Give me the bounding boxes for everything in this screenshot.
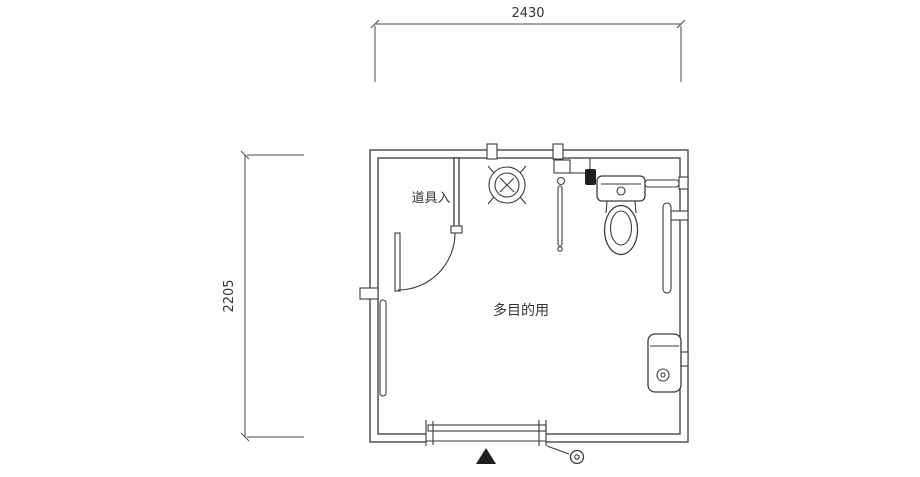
dimension-height-label: 2205 (222, 279, 237, 312)
toilet-icon (585, 158, 646, 256)
wall-joint-tab (552, 143, 564, 160)
door-swing-arc (397, 232, 456, 291)
dimension-tick (676, 19, 686, 29)
seat-mount (680, 351, 689, 367)
door-jamb (450, 225, 463, 234)
room-label: 多目的用 (493, 302, 549, 319)
toilet-bowl (603, 204, 639, 256)
sliding-door-panel (427, 424, 547, 432)
door-leaf (394, 232, 401, 292)
closet-label: 道具入 (411, 191, 450, 206)
stool-icon (487, 165, 527, 205)
wall-joint-tab (486, 143, 498, 160)
horizontal-grab-bar (644, 179, 680, 188)
wall-panel-icon (379, 299, 387, 397)
dimension-top: 2430 (370, 6, 686, 82)
sliding-door (425, 420, 547, 446)
faucet-box (553, 159, 571, 174)
grab-bar-mount (678, 176, 689, 190)
closet: 道具入 (394, 157, 463, 292)
dimension-left: 2205 (222, 150, 304, 442)
dimension-tick (370, 19, 380, 29)
stool-leg (487, 165, 495, 174)
handle-ring (569, 449, 585, 465)
seat-body (647, 333, 682, 393)
entrance-marker (476, 448, 496, 464)
faucet-knob (556, 176, 566, 186)
flush-button (616, 186, 626, 196)
shower-hose (557, 185, 563, 247)
stool-leg (519, 196, 527, 205)
toilet-bowl-inner (609, 210, 633, 246)
dimension-width-label: 2430 (511, 6, 544, 21)
grab-bar-icon (644, 176, 689, 294)
seat-detail (656, 368, 670, 382)
dimension-tick (240, 432, 250, 442)
stool-leg (519, 165, 527, 174)
dimension-tick (240, 150, 250, 160)
stool-seat-inner (494, 172, 520, 198)
door-handle-icon (546, 445, 585, 465)
closet-partition-wall (453, 157, 460, 233)
wall-joint-tab (359, 287, 379, 300)
shower-faucet-icon (553, 159, 585, 252)
grab-bar-mount (670, 210, 689, 221)
toilet-tank (596, 175, 646, 202)
left-wall-handrail (379, 299, 387, 397)
stool-leg (487, 196, 495, 205)
hose-end (557, 246, 563, 252)
vertical-grab-bar (662, 202, 672, 294)
flush-valve (585, 169, 596, 185)
fold-down-seat-icon (647, 333, 689, 393)
